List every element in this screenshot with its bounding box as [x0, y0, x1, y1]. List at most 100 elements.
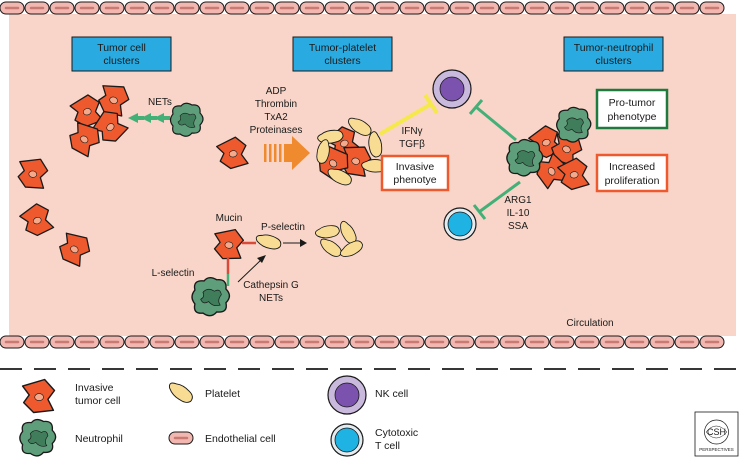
endothelial-cell: [423, 0, 451, 16]
endothelial-cell: [0, 334, 26, 350]
factor-label: ARG1: [504, 195, 532, 206]
header-tumor-cell-clusters: Tumor cell clusters: [71, 36, 172, 72]
green-inhibition-arrow-tcell: [472, 180, 521, 220]
endothelial-cell: [348, 334, 376, 350]
endothelial-cell-icon: [167, 430, 195, 446]
header-label: Tumor-platelet: [309, 42, 376, 54]
neutrophil: [169, 102, 204, 137]
legend-label: tumor cell: [75, 395, 121, 407]
endothelial-cell: [498, 0, 526, 16]
neutrophil-factors-list: ARG1 IL-10 SSA: [504, 195, 532, 232]
legend: Invasive tumor cell Neutrophil Platelet …: [19, 375, 418, 457]
endothelial-cell: [73, 334, 101, 350]
release-arrow: [283, 239, 307, 247]
endothelial-cell: [473, 334, 501, 350]
box-label: proliferation: [605, 175, 660, 187]
mucin-label: Mucin: [216, 213, 243, 224]
endothelial-cell: [398, 0, 426, 16]
header-label: clusters: [324, 55, 360, 67]
endothelial-cell: [148, 334, 176, 350]
endothelial-cell: [323, 0, 351, 16]
p-selectin-label: P-selectin: [261, 222, 305, 233]
endothelial-cell: [23, 0, 51, 16]
increased-proliferation-box: Increased proliferation: [595, 153, 669, 193]
endothelial-cell: [48, 334, 76, 350]
endothelial-cell: [523, 0, 551, 16]
box-label: Increased: [609, 161, 655, 173]
factor-label: TxA2: [264, 112, 288, 123]
endothelial-cell: [323, 334, 351, 350]
endothelial-cell: [273, 334, 301, 350]
endothelial-cell: [248, 0, 276, 16]
endothelial-cell: [548, 334, 576, 350]
legend-label: Endothelial cell: [205, 433, 276, 445]
box-label: Invasive: [396, 161, 435, 173]
endothelial-cell: [223, 0, 251, 16]
endothelial-cell: [648, 0, 676, 16]
legend-item-nk: NK cell: [327, 375, 408, 415]
header-label: clusters: [595, 55, 631, 67]
cathepsin-label: NETs: [259, 293, 283, 304]
header-label: Tumor-neutrophil: [574, 42, 654, 54]
csh-perspectives-logo: CSH PERSPECTIVES: [694, 411, 739, 457]
endothelial-cell: [448, 0, 476, 16]
endothelial-cell: [73, 0, 101, 16]
header-label: clusters: [103, 55, 139, 67]
cytokine-label: TGFβ: [399, 139, 425, 150]
cytotoxic-t-cell: [443, 207, 477, 241]
box-label: Pro-tumor: [609, 97, 656, 109]
endothelial-cell: [273, 0, 301, 16]
endothelial-cell: [448, 334, 476, 350]
endothelial-cell: [423, 334, 451, 350]
legend-item-endothelial: Endothelial cell: [167, 430, 276, 446]
endothelial-cell: [298, 0, 326, 16]
legend-label: Platelet: [205, 388, 240, 400]
endothelial-cell: [373, 334, 401, 350]
endothelial-wall-top: [0, 0, 726, 16]
invasive-phenotype-box: Invasive phenotye: [380, 154, 450, 192]
legend-item-neutrophil: Neutrophil: [19, 418, 123, 457]
logo-subtext: PERSPECTIVES: [699, 447, 734, 452]
endothelial-cell: [698, 0, 726, 16]
legend-item-tcell: Cytotoxic T cell: [330, 423, 418, 457]
header-label: Tumor cell: [97, 42, 146, 54]
endothelial-cell: [123, 0, 151, 16]
legend-label: T cell: [375, 440, 400, 452]
neutrophil-icon: [19, 418, 57, 457]
endothelial-cell: [623, 0, 651, 16]
endothelial-cell: [673, 334, 701, 350]
endothelial-cell: [173, 334, 201, 350]
box-label: phenotype: [607, 111, 656, 123]
endothelial-cell: [298, 334, 326, 350]
factor-label: Proteinases: [250, 125, 303, 136]
nk-cell: [432, 69, 472, 109]
l-selectin-label: L-selectin: [152, 268, 195, 279]
header-tumor-neutrophil-clusters: Tumor-neutrophil clusters: [563, 36, 664, 72]
endothelial-cell: [548, 0, 576, 16]
endothelial-cell: [223, 334, 251, 350]
endothelial-cell: [623, 334, 651, 350]
endothelial-cell: [573, 0, 601, 16]
nets-label: NETs: [148, 97, 172, 108]
header-tumor-platelet-clusters: Tumor-platelet clusters: [292, 36, 393, 72]
selectin-bonds: [226, 241, 256, 286]
endothelial-cell: [398, 334, 426, 350]
legend-label: Neutrophil: [75, 433, 123, 445]
t-cell-icon: [330, 423, 364, 457]
logo-text: CSH: [707, 427, 726, 437]
endothelial-cell: [373, 0, 401, 16]
tumor-cell-icon: [21, 378, 56, 414]
endothelial-cell: [0, 0, 26, 16]
endothelial-cell: [698, 334, 726, 350]
cleavage-arrow: [237, 255, 266, 283]
endothelial-cell: [498, 334, 526, 350]
neutrophil: [191, 277, 231, 317]
nk-cell-icon: [327, 375, 367, 415]
cathepsin-label: Cathepsin G: [243, 280, 299, 291]
endothelial-cell: [673, 0, 701, 16]
yellow-inhibition-arrow: [378, 93, 439, 136]
legend-label: Cytotoxic: [375, 427, 418, 439]
endothelial-wall-bottom: [0, 334, 726, 350]
legend-item-tumor-cell: Invasive tumor cell: [21, 378, 121, 414]
